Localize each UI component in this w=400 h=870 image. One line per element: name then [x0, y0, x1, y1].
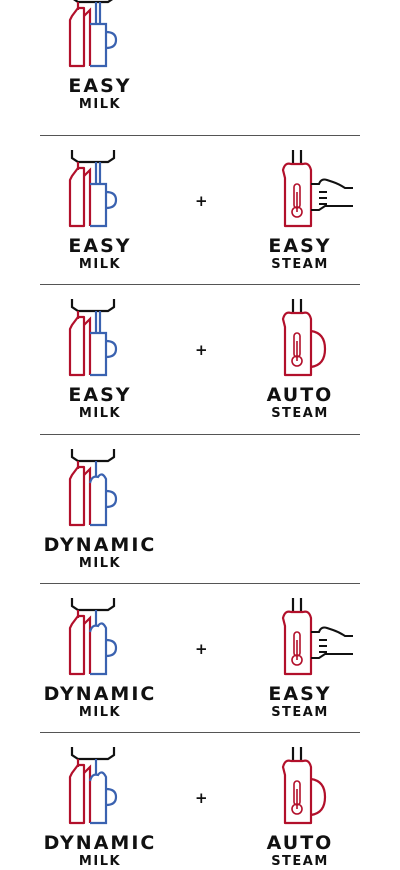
divider	[40, 583, 360, 584]
tile-title: EASY	[68, 75, 132, 97]
tile-title: EASY	[68, 384, 132, 406]
tile-title: AUTO	[266, 832, 334, 854]
tile-title: EASY	[268, 235, 332, 257]
plus-sign: +	[195, 640, 208, 658]
tile-title: EASY	[268, 683, 332, 705]
dynamic-milk-icon	[60, 447, 140, 527]
plus-sign: +	[195, 789, 208, 807]
easy-milk-icon	[60, 148, 140, 228]
divider	[40, 135, 360, 136]
tile-subtitle: STEAM	[271, 705, 329, 720]
tile-title: DYNAMIC	[43, 832, 157, 854]
divider	[40, 284, 360, 285]
easy-steam-tile[interactable]: EASY STEAM	[235, 148, 365, 272]
easy-steam-tile[interactable]: EASY STEAM	[235, 596, 365, 720]
tile-subtitle: STEAM	[271, 854, 329, 869]
dynamic-milk-tile[interactable]: DYNAMIC MILK	[35, 447, 165, 571]
auto-steam-icon	[267, 297, 367, 377]
easy-milk-icon	[60, 0, 140, 68]
easy-milk-tile[interactable]: EASY MILK	[35, 297, 165, 421]
tile-subtitle: MILK	[78, 257, 122, 272]
easy-milk-icon	[60, 297, 140, 377]
tile-title: DYNAMIC	[43, 683, 157, 705]
tile-subtitle: MILK	[78, 705, 122, 720]
divider	[40, 434, 360, 435]
tile-subtitle: STEAM	[271, 406, 329, 421]
easy-steam-icon	[267, 148, 367, 228]
easy-milk-tile[interactable]: EASY MILK	[35, 0, 165, 112]
dynamic-milk-tile[interactable]: DYNAMIC MILK	[35, 745, 165, 869]
plus-sign: +	[195, 192, 208, 210]
tile-subtitle: MILK	[78, 97, 122, 112]
auto-steam-icon	[267, 745, 367, 825]
tile-subtitle: STEAM	[271, 257, 329, 272]
dynamic-milk-icon	[60, 596, 140, 676]
tile-subtitle: MILK	[78, 854, 122, 869]
tile-title: DYNAMIC	[43, 534, 157, 556]
plus-sign: +	[195, 341, 208, 359]
dynamic-milk-icon	[60, 745, 140, 825]
tile-subtitle: MILK	[78, 556, 122, 571]
easy-milk-tile[interactable]: EASY MILK	[35, 148, 165, 272]
easy-steam-icon	[267, 596, 367, 676]
dynamic-milk-tile[interactable]: DYNAMIC MILK	[35, 596, 165, 720]
auto-steam-tile[interactable]: AUTO STEAM	[235, 297, 365, 421]
auto-steam-tile[interactable]: AUTO STEAM	[235, 745, 365, 869]
divider	[40, 732, 360, 733]
tile-subtitle: MILK	[78, 406, 122, 421]
tile-title: AUTO	[266, 384, 334, 406]
tile-title: EASY	[68, 235, 132, 257]
